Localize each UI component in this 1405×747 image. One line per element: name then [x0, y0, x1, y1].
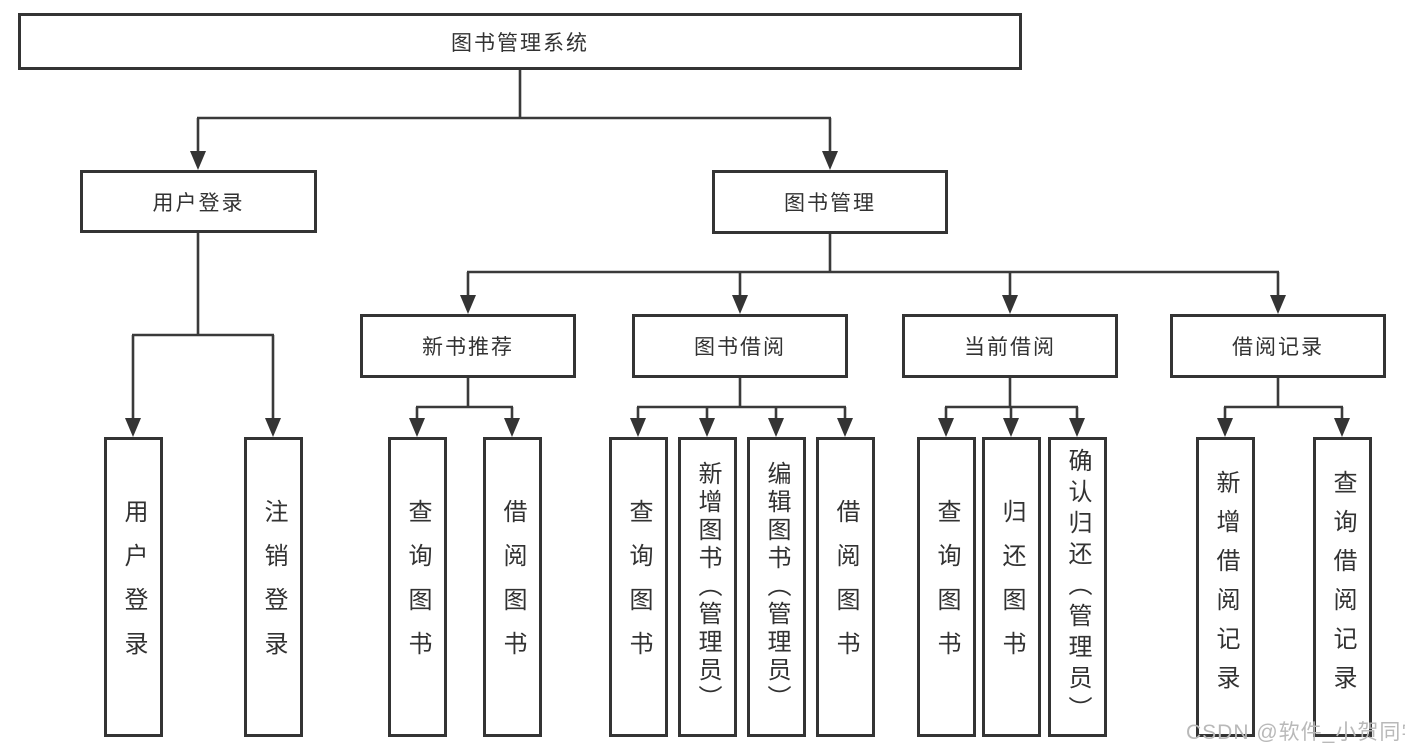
leaf-confirm-return-admin: 确认归还（管理员） [1048, 437, 1107, 737]
leaf-query-borrow-record: 查询借阅记录 [1313, 437, 1372, 737]
leaf-user-login: 用户登录 [104, 437, 163, 737]
node-book-borrow: 图书借阅 [632, 314, 848, 378]
leaf-return-books: 归还图书 [982, 437, 1041, 737]
node-book-management: 图书管理 [712, 170, 948, 234]
leaf-add-books-admin: 新增图书（管理员） [678, 437, 737, 737]
leaf-query-books: 查询图书 [388, 437, 447, 737]
node-current-borrow: 当前借阅 [902, 314, 1118, 378]
leaf-logout: 注销登录 [244, 437, 303, 737]
csdn-watermark: CSDN @软件_小贺同学 [1186, 721, 1405, 744]
leaf-borrow-books: 借阅图书 [816, 437, 875, 737]
node-library-management-system: 图书管理系统 [18, 13, 1022, 70]
leaf-query-books: 查询图书 [609, 437, 668, 737]
leaf-query-books: 查询图书 [917, 437, 976, 737]
node-new-book-recommend: 新书推荐 [360, 314, 576, 378]
leaf-borrow-books: 借阅图书 [483, 437, 542, 737]
arrowheads [125, 151, 1350, 437]
leaf-edit-books-admin: 编辑图书（管理员） [747, 437, 806, 737]
node-user-login: 用户登录 [80, 170, 317, 233]
leaf-add-borrow-record: 新增借阅记录 [1196, 437, 1255, 737]
node-borrow-records: 借阅记录 [1170, 314, 1386, 378]
